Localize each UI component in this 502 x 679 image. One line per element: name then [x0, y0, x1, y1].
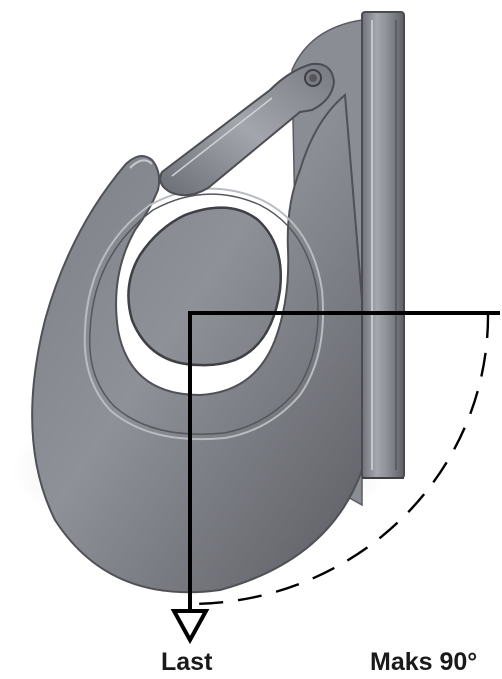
down-arrow-icon	[174, 611, 206, 640]
load-label: Last	[161, 650, 212, 675]
mounting-plate	[362, 12, 404, 478]
plate-face	[362, 12, 404, 478]
max-angle-label: Maks 90°	[370, 650, 477, 675]
